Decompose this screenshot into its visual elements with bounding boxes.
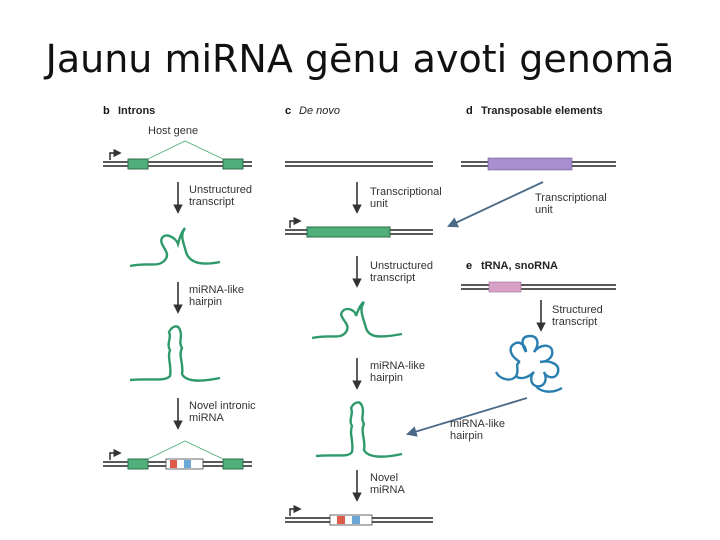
mirna-locus-box xyxy=(329,514,373,526)
mirna-blue-segment xyxy=(184,460,191,468)
transposon-box xyxy=(487,157,573,171)
promoter-arrow-icon xyxy=(109,148,122,160)
hairpin-b xyxy=(129,325,221,382)
diagonal-arrow-icon xyxy=(405,397,528,437)
hairpin-c xyxy=(315,401,403,458)
unstructured-transcript-c xyxy=(311,301,403,340)
mirna-blue-segment xyxy=(352,516,360,524)
panel-c-heading: De novo xyxy=(299,105,340,117)
panel-b-letter: b xyxy=(103,105,110,117)
host-gene-label: Host gene xyxy=(148,125,198,137)
promoter-arrow-icon xyxy=(289,504,302,516)
intronic-mirna-dna xyxy=(103,440,252,470)
promoter-arrow-icon xyxy=(109,448,122,460)
gene-box xyxy=(306,226,391,238)
panel-b-heading: Introns xyxy=(118,105,155,117)
panel-d-letter: d xyxy=(466,105,473,117)
novel-mirna-dna xyxy=(285,504,433,526)
panel-e-heading: tRNA, snoRNA xyxy=(481,260,558,272)
host-gene-dna xyxy=(103,140,252,170)
promoter-arrow-icon xyxy=(289,216,302,228)
splice-line xyxy=(147,140,224,160)
exon-box xyxy=(222,458,244,470)
exon-box xyxy=(127,458,149,470)
mirna-red-segment xyxy=(170,460,177,468)
splice-line xyxy=(147,440,224,460)
mirna-red-segment xyxy=(337,516,345,524)
trna-gene-box xyxy=(488,281,522,293)
structured-transcript xyxy=(494,334,563,393)
unstructured-transcript-b xyxy=(129,227,221,268)
panel-d-heading: Transposable elements xyxy=(481,105,603,117)
exon-box xyxy=(127,158,149,170)
transcriptional-unit-dna xyxy=(285,216,433,238)
slide-title: Jaunu miRNA gēnu avoti genomā xyxy=(45,37,675,81)
panel-e-letter: e xyxy=(466,260,472,272)
exon-box xyxy=(222,158,244,170)
diagonal-arrow-icon xyxy=(447,181,544,228)
panel-c-letter: c xyxy=(285,105,291,117)
